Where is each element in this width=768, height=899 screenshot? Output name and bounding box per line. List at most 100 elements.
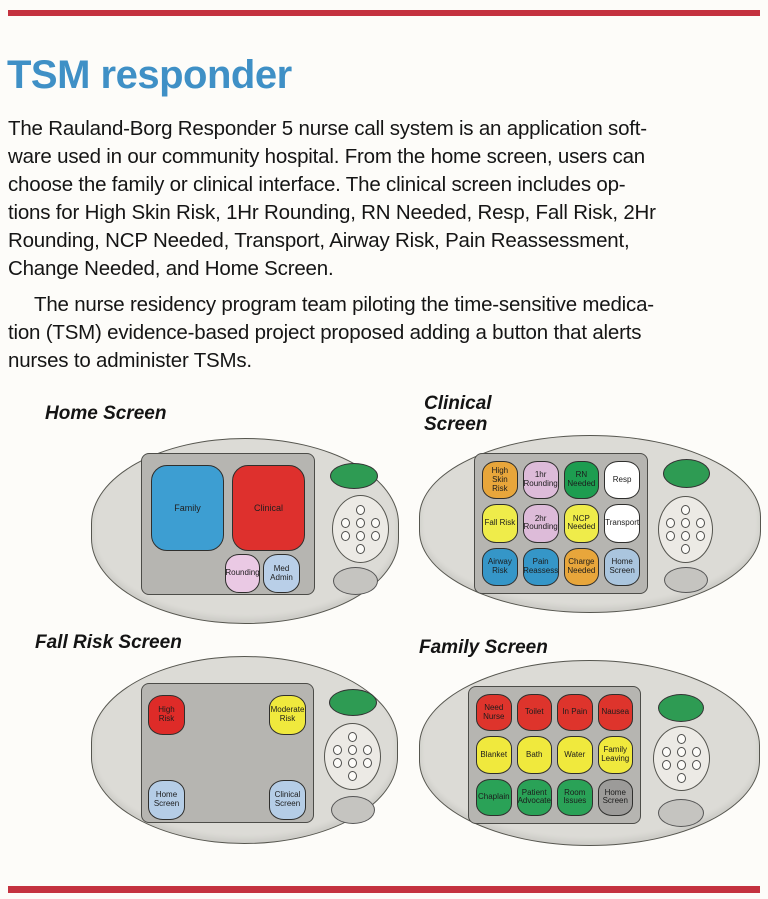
speaker-dot-row	[333, 758, 372, 768]
speaker-hole-dot	[333, 758, 342, 768]
home-btn-med-admin: Med Admin	[263, 554, 300, 593]
speaker-dot-row	[341, 530, 380, 541]
figure-label-home-screen: Home Screen	[45, 403, 167, 424]
device-home-screen: Family Clinical Rounding Med Admin	[91, 438, 399, 624]
clinical-screen-display: High Skin Risk 1hr Rounding RN Needed Re…	[474, 453, 648, 594]
family-btn-home-screen: Home Screen	[597, 778, 633, 816]
speaker-hole-dot	[681, 531, 690, 541]
call-button	[658, 694, 704, 722]
speaker-dot-row	[666, 518, 705, 528]
body-paragraph-2: The nurse residency program team pilotin…	[8, 292, 654, 372]
speaker-dot-row	[681, 544, 690, 554]
cancel-button	[331, 796, 375, 824]
speaker-grille	[332, 495, 389, 563]
clinical-btn-charge-needed: Charge Needed	[563, 547, 600, 586]
family-btn-family-leaving: Family Leaving	[597, 736, 633, 774]
speaker-hole-dot	[371, 517, 380, 528]
call-button	[329, 689, 377, 716]
speaker-dot-row	[356, 543, 365, 554]
speaker-dot-row	[666, 531, 705, 541]
speaker-dot-row	[348, 771, 357, 781]
clinical-btn-home-screen: Home Screen	[604, 547, 640, 586]
clinical-btn-1hr-rounding: 1hr Rounding	[522, 461, 559, 500]
speaker-hole-dot	[681, 505, 690, 515]
cancel-button	[333, 567, 378, 595]
family-btn-chaplain: Chaplain	[476, 778, 512, 816]
figure-label-fall-risk-screen: Fall Risk Screen	[35, 632, 182, 653]
speaker-hole-dot	[681, 518, 690, 528]
speaker-dot-row	[341, 517, 380, 528]
device-fall-risk-screen: High Risk Moderate Risk Home Screen Clin…	[91, 656, 398, 844]
speaker-hole-dot	[666, 518, 675, 528]
device-figures: Home Screen Family Clinical Rounding Med…	[0, 388, 768, 878]
clinical-btn-rn-needed: RN Needed	[563, 461, 600, 500]
fall-risk-screen-display: High Risk Moderate Risk Home Screen Clin…	[141, 683, 314, 823]
family-btn-water: Water	[557, 736, 593, 774]
speaker-hole-dot	[348, 771, 357, 781]
speaker-hole-dot	[341, 530, 350, 541]
family-btn-nausea: Nausea	[597, 694, 633, 732]
family-btn-room-issues: Room Issues	[557, 778, 593, 816]
clinical-btn-high-skin-risk: High Skin Risk	[482, 461, 518, 500]
speaker-dot-row	[677, 734, 686, 744]
speaker-grille	[324, 723, 381, 790]
speaker-grille	[658, 496, 713, 563]
figure-label-clinical-screen: Clinical Screen	[424, 393, 492, 435]
family-btn-toilet: Toilet	[516, 694, 552, 732]
speaker-dot-row	[662, 760, 701, 770]
family-btn-blanket: Blanket	[476, 736, 512, 774]
fall-risk-btn-home-screen: Home Screen	[148, 780, 185, 820]
speaker-grille	[653, 726, 710, 791]
home-btn-rounding: Rounding	[225, 554, 260, 593]
family-btn-bath: Bath	[516, 736, 552, 774]
call-button	[663, 459, 710, 488]
fall-risk-btn-high-risk: High Risk	[148, 695, 185, 735]
figure-label-family-screen: Family Screen	[419, 637, 548, 658]
body-paragraph-1: The Rauland-Borg Responder 5 nurse call …	[8, 116, 656, 280]
speaker-hole-dot	[348, 745, 357, 755]
home-screen-display: Family Clinical Rounding Med Admin	[141, 453, 315, 595]
page-title: TSM responder	[7, 52, 292, 97]
speaker-hole-dot	[348, 758, 357, 768]
speaker-hole-dot	[677, 734, 686, 744]
speaker-dot-row	[681, 505, 690, 515]
speaker-hole-dot	[356, 517, 365, 528]
speaker-hole-dot	[363, 758, 372, 768]
speaker-dot-row	[677, 773, 686, 783]
family-btn-in-pain: In Pain	[557, 694, 593, 732]
cancel-button	[658, 799, 704, 827]
clinical-btn-ncp-needed: NCP Needed	[563, 504, 600, 543]
clinical-btn-airway-risk: Airway Risk	[482, 547, 518, 586]
speaker-dot-row	[348, 732, 357, 742]
speaker-hole-dot	[696, 518, 705, 528]
speaker-hole-dot	[666, 531, 675, 541]
fall-risk-btn-clinical-screen: Clinical Screen	[269, 780, 306, 820]
family-btn-patient-advocate: Patient Advocate	[516, 778, 552, 816]
clinical-btn-fall-risk: Fall Risk	[482, 504, 518, 543]
device-clinical-screen: High Skin Risk 1hr Rounding RN Needed Re…	[419, 435, 761, 613]
speaker-dot-row	[662, 747, 701, 757]
speaker-hole-dot	[348, 732, 357, 742]
bottom-rule	[8, 886, 760, 893]
home-btn-clinical: Clinical	[232, 465, 305, 551]
speaker-dot-row	[356, 504, 365, 515]
speaker-hole-dot	[696, 531, 705, 541]
clinical-btn-transport: Transport	[604, 504, 640, 543]
speaker-hole-dot	[363, 745, 372, 755]
cancel-button	[664, 567, 708, 593]
speaker-hole-dot	[356, 504, 365, 515]
speaker-hole-dot	[692, 760, 701, 770]
clinical-btn-2hr-rounding: 2hr Rounding	[522, 504, 559, 543]
top-rule	[8, 10, 760, 16]
speaker-dot-row	[333, 745, 372, 755]
speaker-hole-dot	[356, 543, 365, 554]
family-btn-need-nurse: Need Nurse	[476, 694, 512, 732]
speaker-hole-dot	[333, 745, 342, 755]
clinical-btn-resp: Resp	[604, 461, 640, 500]
speaker-hole-dot	[662, 760, 671, 770]
home-btn-family: Family	[151, 465, 224, 551]
call-button	[330, 463, 378, 489]
speaker-hole-dot	[692, 747, 701, 757]
fall-risk-btn-moderate-risk: Moderate Risk	[269, 695, 306, 735]
